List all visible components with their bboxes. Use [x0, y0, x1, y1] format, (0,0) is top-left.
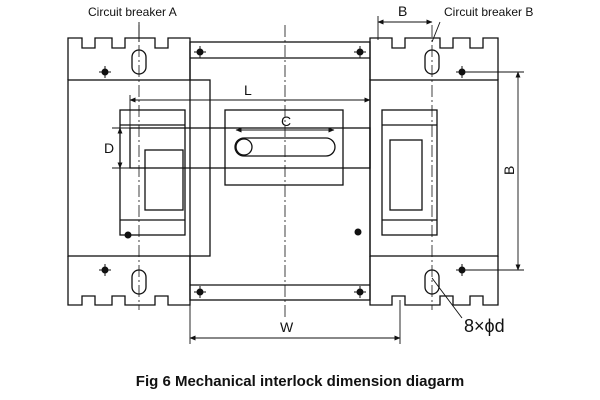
circuit-breaker-b-label: Circuit breaker B [444, 5, 533, 19]
hole-count-label: 8×ϕd [464, 316, 505, 336]
circuit-breaker-a-label: Circuit breaker A [88, 5, 177, 19]
interlock-bar [129, 109, 371, 186]
interlock-frame [189, 41, 371, 301]
dimension-c-label: C [281, 113, 291, 129]
dimension-w-label: W [280, 319, 294, 335]
dimension-l-label: L [244, 82, 252, 98]
dimension-b-side-label: B [501, 166, 517, 175]
dimension-lines [112, 16, 524, 344]
figure-caption: Fig 6 Mechanical interlock dimension dia… [136, 373, 464, 390]
dimension-d-label: D [104, 140, 114, 156]
center-lines [138, 25, 433, 320]
dimension-b-top-label: B [398, 3, 407, 19]
mounting-holes [99, 46, 468, 298]
circuit-breaker-b-body [369, 37, 499, 306]
